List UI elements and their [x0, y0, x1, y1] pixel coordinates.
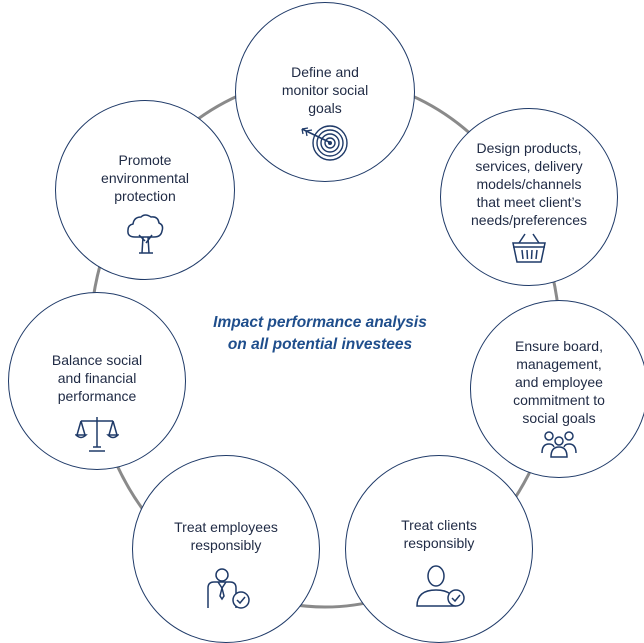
node-label: Treat employees responsibly: [174, 519, 278, 553]
node-label: Promote environmental protection: [101, 152, 189, 204]
center-title: Impact performance analysis on all poten…: [213, 314, 427, 353]
node-treat-employees: Treat employees responsibly: [132, 455, 320, 643]
target-icon: [298, 123, 352, 168]
node-environment: Promote environmental protection: [55, 100, 235, 280]
node-label: Treat clients responsibly: [401, 517, 477, 551]
node-label: Define and monitor social goals: [281, 64, 369, 116]
node-label: Ensure board, management, and employee c…: [513, 338, 605, 426]
node-treat-clients: Treat clients responsibly: [345, 455, 533, 643]
node-label: Balance social and financial performance: [51, 352, 143, 404]
client-badge-icon: [409, 564, 469, 613]
tree-icon: [125, 213, 165, 260]
employee-badge-icon: [198, 566, 254, 615]
basket-icon: [509, 231, 549, 270]
node-design-products: Design products, services, delivery mode…: [440, 108, 618, 286]
node-label: Design products, services, delivery mode…: [471, 140, 587, 228]
node-board-commitment: Ensure board, management, and employee c…: [470, 300, 644, 478]
team-icon: [539, 429, 579, 464]
scales-icon: [74, 413, 120, 458]
node-social-goals: Define and monitor social goals: [235, 2, 415, 182]
node-balance-performance: Balance social and financial performance: [8, 292, 186, 470]
